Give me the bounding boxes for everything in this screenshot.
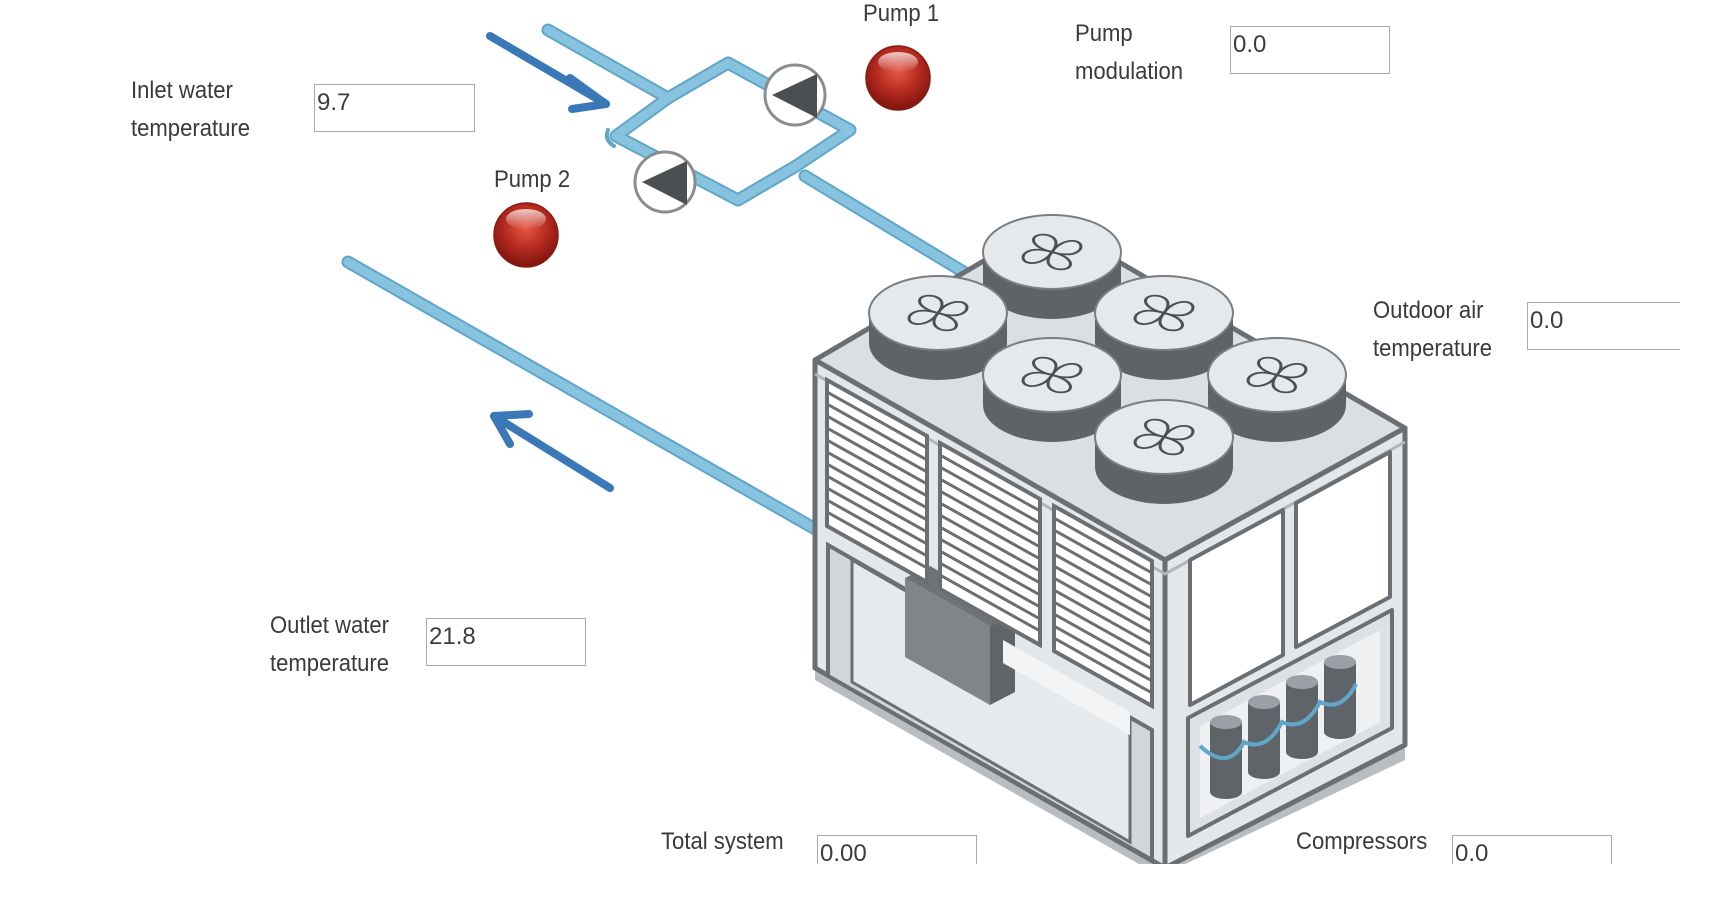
outdoor-air-temperature-label: Outdoor air temperature bbox=[1373, 297, 1493, 362]
total-system-field[interactable]: 0.00 bbox=[817, 835, 977, 864]
outlet-water-temperature-label: Outlet water temperature bbox=[270, 612, 390, 677]
compressor-cylinder bbox=[1286, 675, 1318, 759]
pump-2-label: Pump 2 bbox=[494, 166, 571, 193]
compressors-label: Compressors bbox=[1296, 828, 1428, 855]
pump-modulation-label: Pump modulation bbox=[1075, 20, 1184, 85]
inlet-water-temperature-field[interactable]: 9.7 bbox=[314, 84, 475, 132]
fan-icon bbox=[1094, 399, 1234, 504]
outdoor-air-temperature-field[interactable]: 0.0 bbox=[1527, 302, 1680, 350]
fan-icon bbox=[982, 337, 1122, 442]
pump-1-status-led bbox=[865, 45, 931, 111]
total-system-label: Total system bbox=[661, 828, 784, 855]
access-door-1 bbox=[1188, 508, 1285, 707]
pump-modulation-field[interactable]: 0.0 bbox=[1230, 26, 1390, 74]
compressors-field[interactable]: 0.0 bbox=[1452, 835, 1612, 864]
coil-panel-3 bbox=[1052, 502, 1154, 710]
viewport: Inlet water temperature 9.7 Pump modulat… bbox=[131, 0, 1680, 864]
fan-icon bbox=[868, 275, 1008, 380]
fan-icon bbox=[1207, 337, 1347, 442]
pump-1-symbol[interactable] bbox=[763, 63, 827, 127]
pump-2-symbol[interactable] bbox=[633, 150, 697, 214]
coil-panel-2 bbox=[938, 439, 1042, 649]
compressors-group bbox=[1198, 655, 1358, 799]
pump-2-status-led bbox=[493, 202, 559, 268]
fan-icon bbox=[982, 214, 1122, 319]
fan-icon bbox=[1094, 275, 1234, 380]
inlet-water-temperature-label: Inlet water temperature bbox=[131, 77, 251, 142]
fan-array bbox=[868, 214, 1347, 504]
pump-1-label: Pump 1 bbox=[863, 0, 940, 27]
compressor-cylinder bbox=[1324, 655, 1356, 739]
access-door-2 bbox=[1294, 450, 1392, 649]
coil-panel-1 bbox=[825, 376, 929, 586]
arrow-up-left-icon bbox=[490, 410, 614, 492]
chiller-unit bbox=[812, 214, 1408, 864]
compressor-cylinder bbox=[1248, 695, 1280, 779]
outlet-water-temperature-field[interactable]: 21.8 bbox=[426, 618, 586, 666]
chiller-diagram bbox=[341, 23, 1408, 864]
arrow-down-right-icon bbox=[486, 32, 610, 113]
